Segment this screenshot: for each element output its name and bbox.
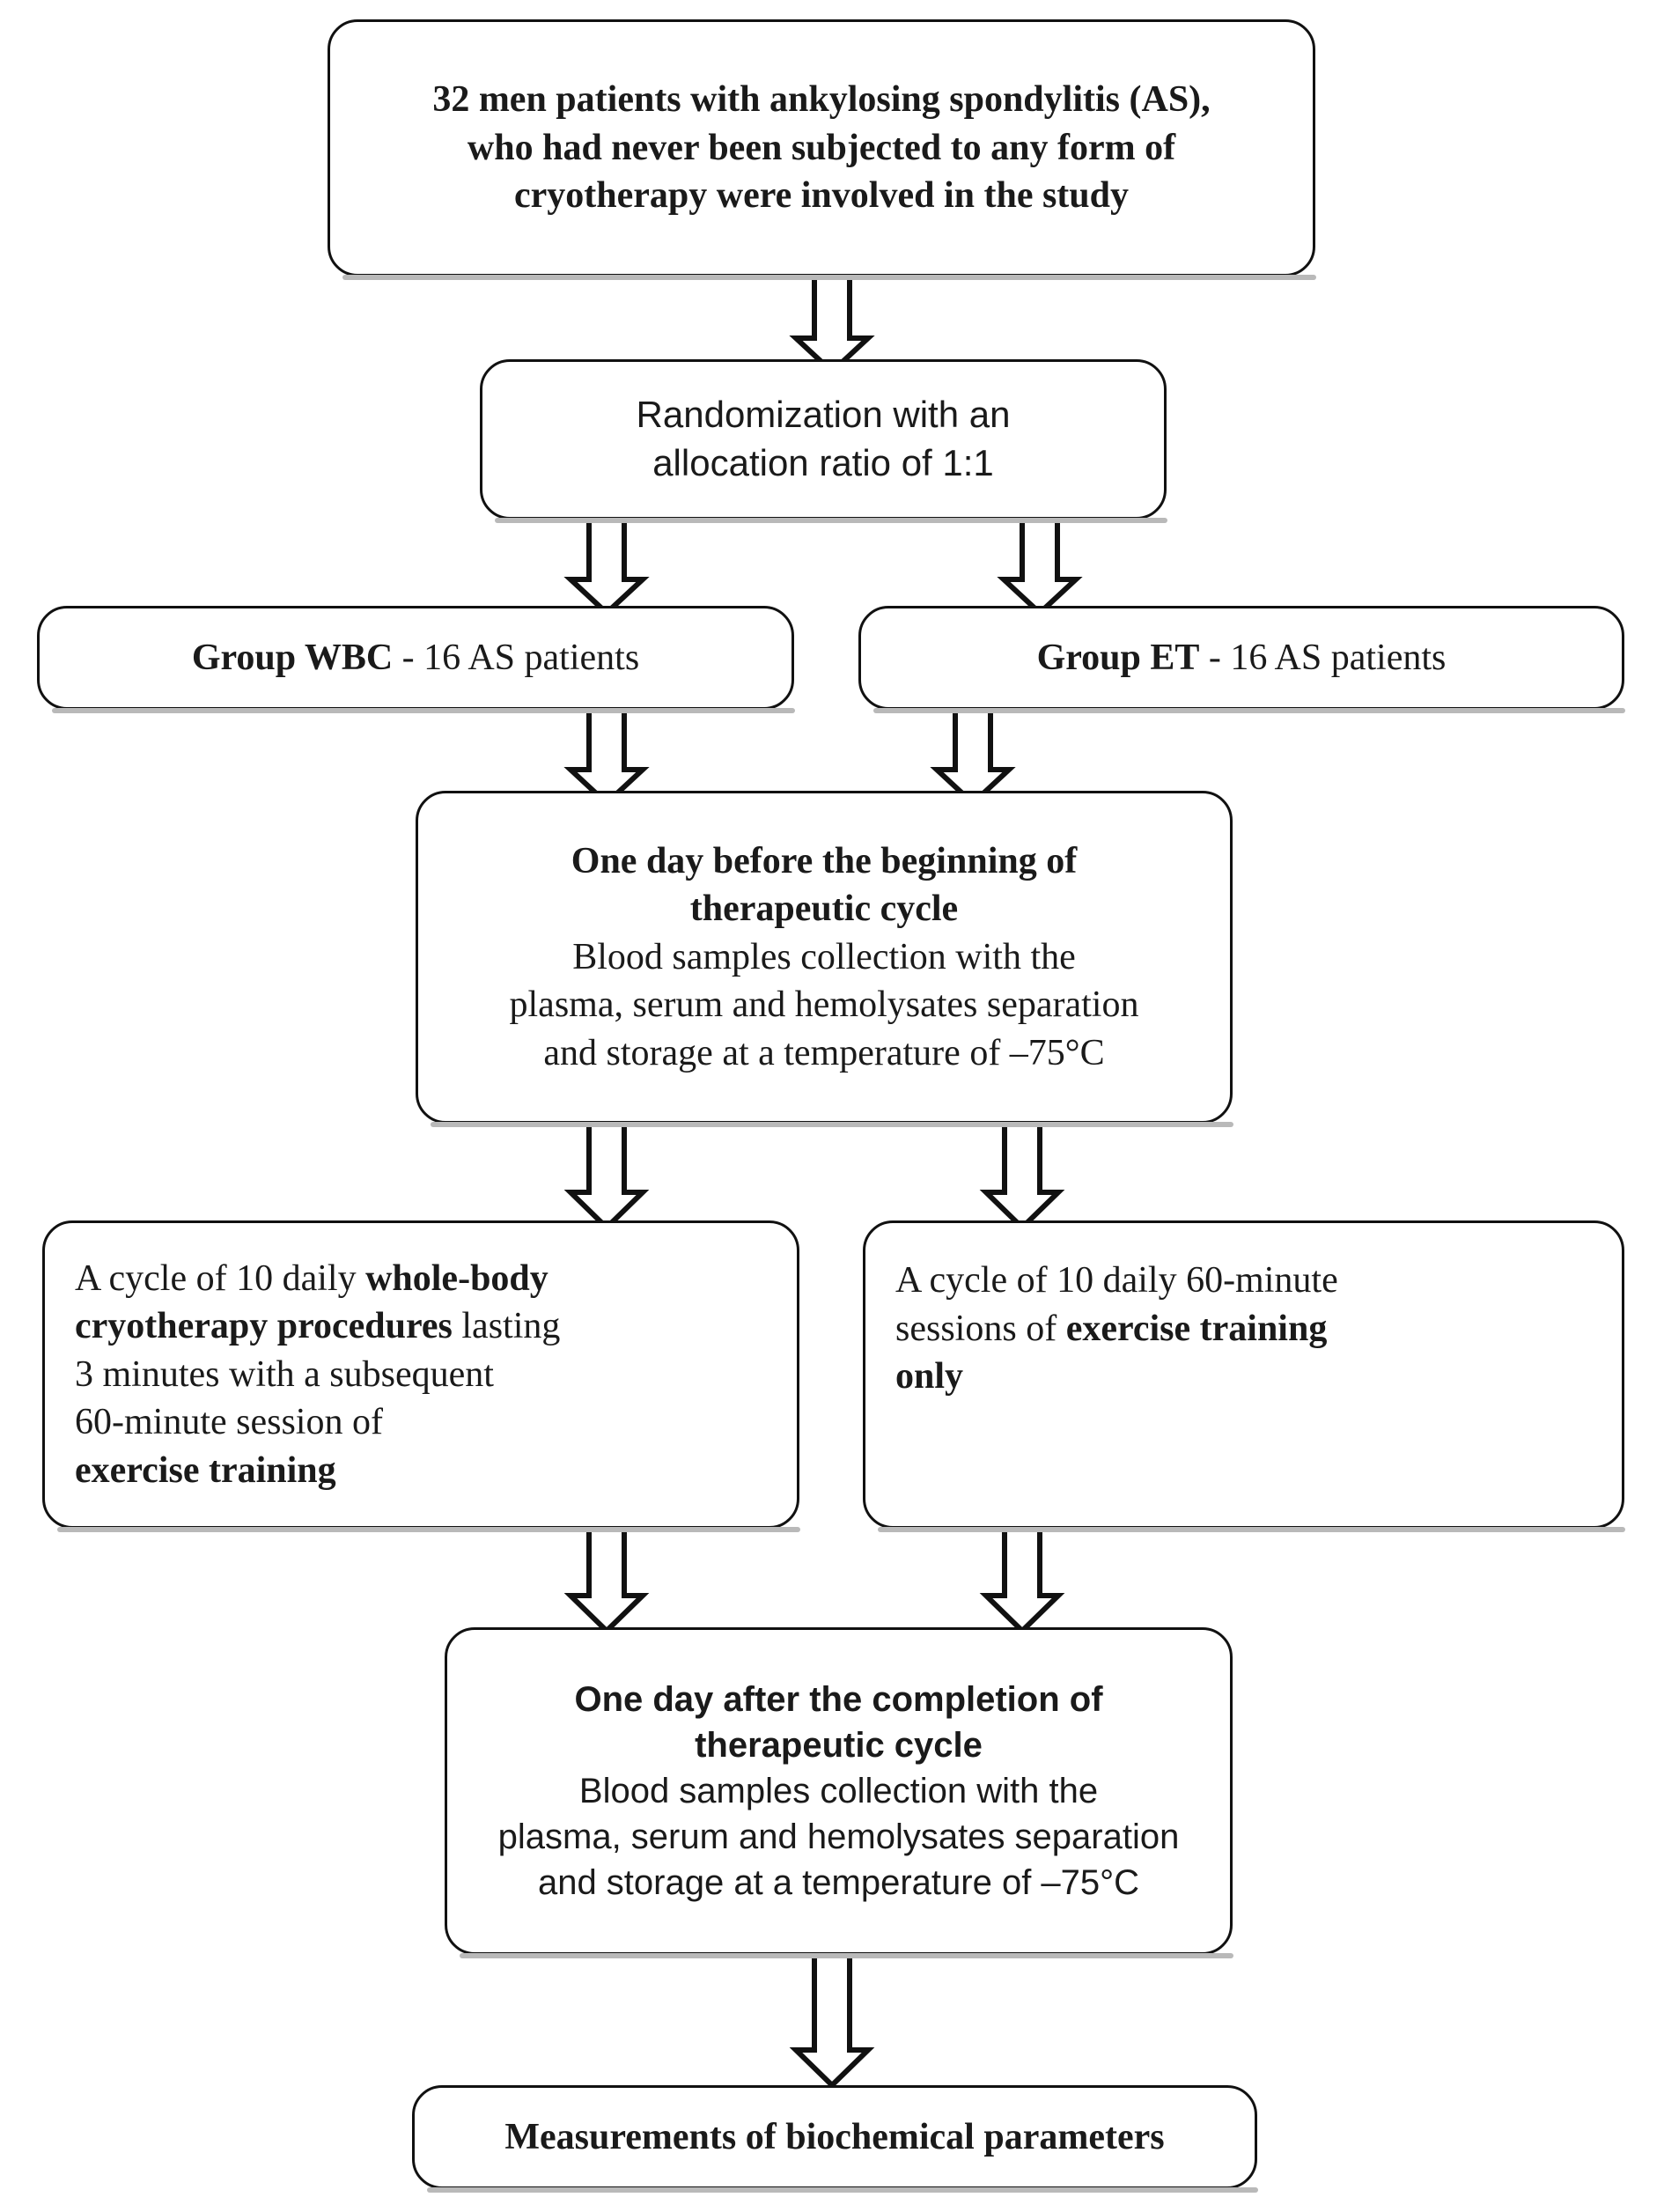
enrollment-line-3: cryotherapy were involved in the study [513,175,1130,217]
wbc-seg-2b: lasting [452,1306,561,1347]
wbc-intervention-text: A cycle of 10 daily whole-body cryothera… [75,1255,767,1495]
arrow-randomization-to-group-et [993,518,1086,615]
group-et-line: Group ET - 16 AS patients [880,634,1602,682]
measurements-text: Measurements of biochemical parameters [434,2113,1235,2162]
arrow-followup-to-measurements [785,1953,879,2087]
baseline-heading-line-1: One day before the beginning of [571,840,1078,881]
et-intervention-line-3: only [895,1356,964,1397]
arrow-randomization-to-group-wbc [560,518,653,615]
followup-body-line-2: plasma, serum and hemolysates separation [497,1818,1180,1856]
et-intervention-line-2: sessions of exercise training [895,1305,1592,1353]
group-wbc-line: Group WBC - 16 AS patients [59,634,772,682]
wbc-seg-1a: A cycle of 10 daily [75,1257,366,1299]
wbc-intervention-line-5: exercise training [75,1449,336,1491]
baseline-sampling-text: One day before the beginning of therapeu… [438,837,1211,1078]
randomization-line-2: allocation ratio of 1:1 [652,442,994,483]
wbc-intervention-line-4: 60-minute session of [75,1402,383,1443]
arrow-et-intervention-to-followup [976,1527,1069,1633]
et-intervention-line-1: A cycle of 10 daily 60-minute [895,1260,1338,1301]
baseline-sampling-box: One day before the beginning of therapeu… [416,791,1233,1127]
wbc-intervention-line-3: 3 minutes with a subsequent [75,1353,494,1395]
enrollment-box: 32 men patients with ankylosing spondyli… [328,19,1316,280]
followup-body-line-1: Blood samples collection with the [578,1772,1099,1810]
baseline-body-line-2: plasma, serum and hemolysates separation [509,984,1139,1026]
arrow-enrollment-to-randomization [785,275,879,373]
et-intervention-box: A cycle of 10 daily 60-minute sessions o… [863,1220,1625,1532]
group-wbc-box: Group WBC - 16 AS patients [37,606,795,713]
arrow-wbc-intervention-to-followup [560,1527,653,1633]
baseline-body-line-3: and storage at a temperature of –75°C [543,1032,1105,1073]
et-seg-2a: sessions of [895,1308,1066,1349]
wbc-seg-2a: cryotherapy procedures [75,1306,453,1347]
group-wbc-label: Group WBC [191,637,394,678]
enrollment-line-2: who had never been subjected to any form… [467,127,1176,168]
wbc-seg-1b: whole-body [365,1257,549,1299]
enrollment-line-1: 32 men patients with ankylosing spondyli… [432,79,1211,121]
followup-body-line-3: and storage at a temperature of –75°C [537,1863,1140,1902]
arrow-baseline-to-et-intervention [976,1122,1069,1229]
randomization-line-1: Randomization with an [636,394,1011,436]
et-seg-2b: exercise training [1065,1308,1328,1349]
randomization-text: Randomization with an allocation ratio o… [502,391,1145,487]
wbc-intervention-line-1: A cycle of 10 daily whole-body [75,1255,767,1303]
group-et-count: - 16 AS patients [1199,637,1447,678]
group-et-label: Group ET [1036,637,1200,678]
group-wbc-count: - 16 AS patients [393,637,640,678]
baseline-body-line-1: Blood samples collection with the [572,936,1076,977]
arrow-group-et-to-baseline [926,708,1020,805]
group-et-box: Group ET - 16 AS patients [858,606,1625,713]
followup-sampling-box: One day after the completion of therapeu… [445,1627,1233,1958]
et-intervention-text: A cycle of 10 daily 60-minute sessions o… [895,1257,1592,1401]
measurements-line: Measurements of biochemical parameters [504,2116,1165,2157]
measurements-box: Measurements of biochemical parameters [412,2085,1258,2193]
arrow-baseline-to-wbc-intervention [560,1122,653,1229]
followup-heading-line-1: One day after the completion of [574,1680,1103,1719]
group-wbc-text: Group WBC - 16 AS patients [59,634,772,682]
arrow-group-wbc-to-baseline [560,708,653,805]
wbc-intervention-line-2: cryotherapy procedures lasting [75,1302,767,1351]
enrollment-text: 32 men patients with ankylosing spondyli… [350,76,1293,220]
followup-heading-line-2: therapeutic cycle [695,1726,983,1765]
group-et-text: Group ET - 16 AS patients [880,634,1602,682]
followup-sampling-text: One day after the completion of therapeu… [467,1677,1211,1906]
wbc-intervention-box: A cycle of 10 daily whole-body cryothera… [42,1220,800,1532]
baseline-heading-line-2: therapeutic cycle [689,888,959,930]
randomization-box: Randomization with an allocation ratio o… [480,359,1167,523]
